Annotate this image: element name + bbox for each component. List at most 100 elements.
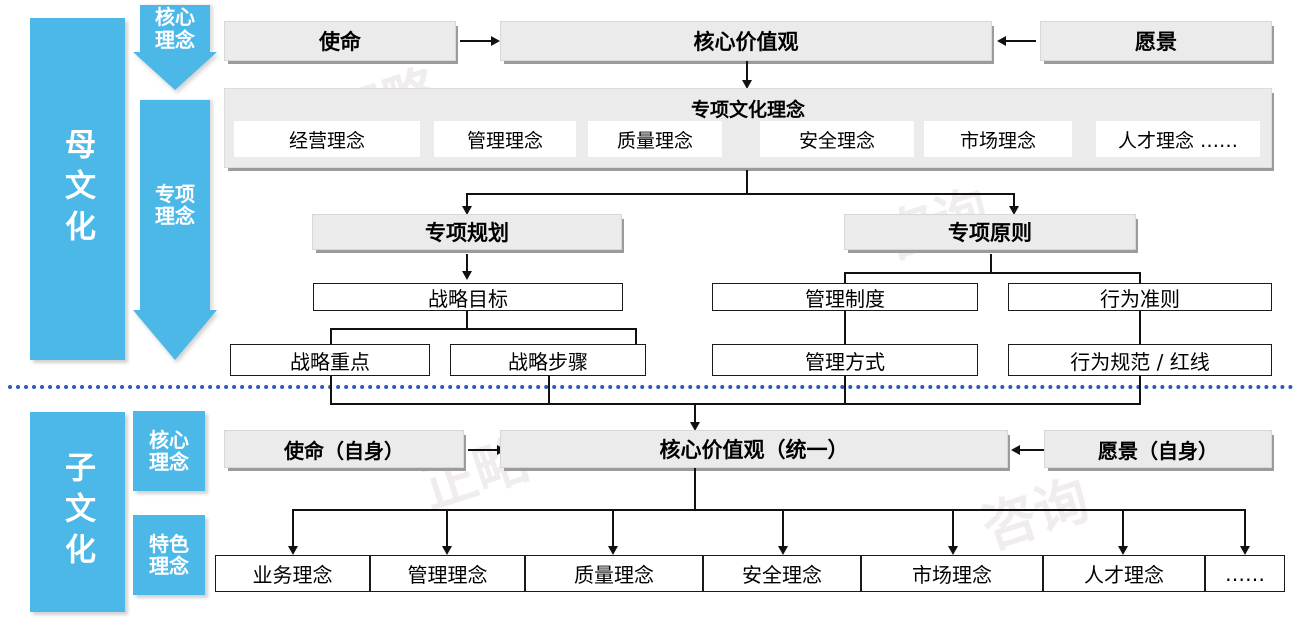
child-stage-feature-line1: 特色	[149, 531, 189, 556]
parent-stage-special-line1: 专项	[155, 181, 195, 206]
special-culture-item-label: 安全理念	[798, 129, 875, 152]
parent-culture-band: 母文化	[30, 18, 125, 360]
arrowhead-child-drop-2	[442, 546, 452, 555]
child-stage-core-box: 核心 理念	[133, 411, 205, 491]
parent-special-principle-label: 专项原则	[948, 221, 1032, 245]
connector-principle-to-system	[844, 272, 846, 284]
parent-behavior-norm-box[interactable]: 行为规范 / 红线	[1008, 344, 1272, 376]
child-concept-label: 业务理念	[252, 563, 333, 587]
arrowhead-mission-to-values	[491, 36, 500, 46]
parent-stage-core-line1: 核心	[155, 5, 195, 30]
arrowhead-child-drop-1	[288, 546, 298, 555]
arrowhead-child-drop-7	[1240, 546, 1250, 555]
child-concept-label: 质量理念	[574, 563, 654, 587]
child-concept-box[interactable]: 管理理念	[370, 555, 525, 592]
connector-goal-split	[330, 328, 636, 330]
parent-mission-box[interactable]: 使命	[224, 21, 456, 61]
child-stage-feature-box: 特色 理念	[133, 515, 205, 595]
child-core-values-box[interactable]: 核心价值观（统一）	[500, 430, 1008, 468]
connector-norm-down	[1139, 376, 1141, 404]
parent-special-plan-label: 专项规划	[425, 221, 509, 245]
connector-principle-to-guideline	[1139, 272, 1141, 284]
arrowhead-child-drop-4	[778, 546, 788, 555]
child-culture-band: 子文化	[30, 412, 125, 612]
parent-strategy-focus-label: 战略重点	[290, 349, 370, 374]
parent-vision-box[interactable]: 愿景	[1040, 21, 1272, 61]
connector-bus-to-child-values	[694, 403, 696, 425]
connector-panel-to-plan	[466, 193, 468, 209]
special-culture-item[interactable]: 管理理念	[434, 121, 576, 157]
arrowhead-bus-to-child-values	[690, 422, 700, 431]
special-culture-item-label: 人才理念 ……	[1117, 129, 1239, 152]
connector-parent-to-child-bus	[330, 403, 1141, 405]
parent-stage-core-arrow: 核心 理念	[133, 5, 217, 90]
connector-panel-to-principle	[1013, 193, 1015, 209]
parent-core-values-box[interactable]: 核心价值观	[500, 21, 992, 61]
connector-child-vision-to-values	[1016, 449, 1048, 451]
parent-stage-core-line2: 理念	[155, 27, 195, 52]
parent-culture-band-label: 母文化	[59, 127, 95, 251]
child-concept-label: 市场理念	[912, 563, 992, 587]
child-culture-band-label: 子文化	[59, 450, 95, 574]
parent-behavior-guideline-box[interactable]: 行为准则	[1008, 283, 1272, 311]
special-culture-item-label: 市场理念	[959, 129, 1036, 152]
parent-mgmt-method-box[interactable]: 管理方式	[712, 344, 978, 376]
special-culture-item[interactable]: 人才理念 ……	[1096, 121, 1260, 157]
parent-behavior-norm-label: 行为规范 / 红线	[1070, 349, 1210, 374]
connector-child-mission-to-values	[468, 449, 500, 451]
parent-core-values-label: 核心价值观	[693, 30, 799, 54]
special-culture-item[interactable]: 质量理念	[588, 121, 722, 157]
arrowhead-plan-to-goal	[462, 271, 472, 280]
child-concept-box[interactable]: 质量理念	[525, 555, 703, 592]
special-culture-item-label: 经营理念	[288, 129, 365, 152]
parent-stage-special-line2: 理念	[155, 204, 195, 228]
connector-child-drop-3	[612, 509, 614, 549]
special-culture-item-label: 质量理念	[616, 129, 693, 152]
parent-mgmt-system-box[interactable]: 管理制度	[712, 283, 978, 311]
special-culture-item[interactable]: 安全理念	[760, 121, 914, 157]
child-concept-label: 人才理念	[1084, 563, 1164, 587]
child-vision-label: 愿景（自身）	[1098, 438, 1218, 463]
connector-focus-down	[330, 376, 332, 404]
connector-goal-to-steps	[635, 328, 637, 344]
connector-vision-to-values	[1002, 40, 1036, 42]
special-culture-item[interactable]: 市场理念	[924, 121, 1072, 157]
parent-special-principle-box[interactable]: 专项原则	[844, 214, 1136, 250]
connector-panel-stem	[746, 170, 748, 194]
connector-child-drop-5	[952, 509, 954, 549]
child-vision-box[interactable]: 愿景（自身）	[1044, 430, 1272, 468]
child-stage-core-line2: 理念	[149, 450, 189, 474]
parent-vision-label: 愿景	[1135, 30, 1177, 54]
connector-system-to-method	[844, 311, 846, 344]
parent-mgmt-system-label: 管理制度	[805, 286, 885, 311]
child-concept-box[interactable]: 业务理念	[215, 555, 370, 592]
child-stage-core-line1: 核心	[149, 427, 189, 452]
parent-strategy-goal-label: 战略目标	[428, 286, 508, 311]
connector-child-drop-4	[782, 509, 784, 549]
special-culture-item[interactable]: 经营理念	[234, 121, 420, 157]
child-concept-label: 管理理念	[407, 563, 488, 587]
parent-mgmt-method-label: 管理方式	[805, 349, 885, 374]
child-concept-box[interactable]: 市场理念	[861, 555, 1043, 592]
child-concept-box[interactable]: 安全理念	[703, 555, 861, 592]
child-concept-box[interactable]: 人才理念	[1043, 555, 1205, 592]
parent-strategy-goal-box[interactable]: 战略目标	[313, 283, 623, 311]
arrowhead-child-drop-3	[608, 546, 618, 555]
child-concept-box[interactable]: ……	[1205, 555, 1285, 592]
parent-strategy-focus-box[interactable]: 战略重点	[230, 344, 430, 376]
connector-child-drop-2	[446, 509, 448, 549]
connector-method-down	[844, 376, 846, 404]
connector-child-values-stem	[694, 468, 696, 510]
parent-behavior-guideline-label: 行为准则	[1100, 286, 1180, 311]
connector-goal-stem	[466, 311, 468, 329]
connector-values-to-special	[746, 61, 748, 83]
connector-child-drop-6	[1122, 509, 1124, 549]
child-concept-label: ……	[1225, 561, 1265, 586]
parent-special-culture-title: 专项文化理念	[690, 99, 805, 121]
parent-special-plan-box[interactable]: 专项规划	[312, 214, 622, 250]
connector-guideline-to-norm	[1139, 311, 1141, 344]
parent-strategy-steps-box[interactable]: 战略步骤	[450, 344, 646, 376]
child-mission-label: 使命（自身）	[284, 438, 404, 463]
child-mission-box[interactable]: 使命（自身）	[224, 430, 464, 468]
